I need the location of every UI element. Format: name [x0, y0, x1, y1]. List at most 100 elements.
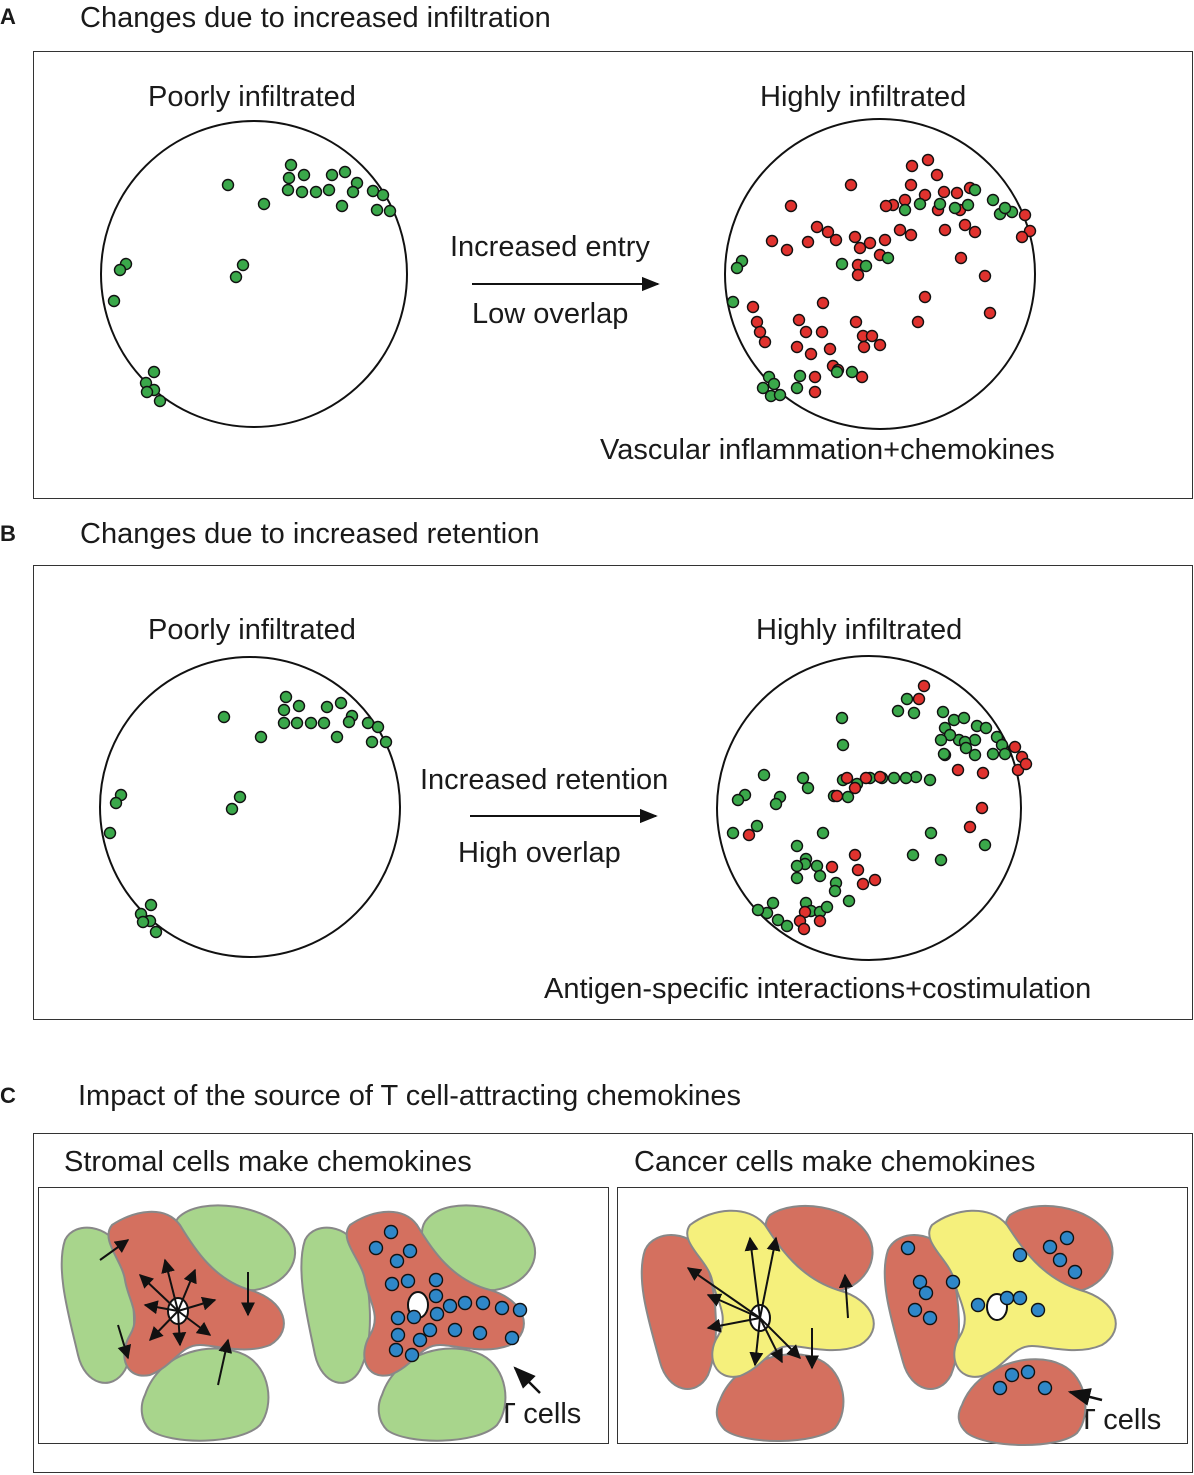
red-t-cell	[808, 385, 822, 399]
red-t-cell	[904, 228, 918, 242]
green-t-cell	[282, 171, 296, 185]
panel-b-poor-tumor-circle	[99, 656, 401, 958]
red-t-cell	[851, 863, 865, 877]
green-t-cell	[790, 871, 804, 885]
blue-t-cell	[412, 1332, 428, 1348]
red-t-cell	[1015, 230, 1029, 244]
panel-a-high-cells	[726, 153, 1037, 403]
green-t-cell	[149, 925, 163, 939]
panel-a-arrow-bottom-label: Low overlap	[472, 298, 629, 330]
red-t-cell	[1019, 757, 1033, 771]
green-t-cell	[254, 730, 268, 744]
blue-t-cell	[504, 1330, 520, 1346]
green-t-cell	[750, 819, 764, 833]
green-t-cell	[801, 781, 815, 795]
red-t-cell	[750, 315, 764, 329]
red-t-cell	[1008, 740, 1022, 754]
red-t-cell	[780, 243, 794, 257]
cancer-tcells-label: T cells	[1078, 1404, 1162, 1436]
green-t-cell	[221, 178, 235, 192]
green-t-cell	[998, 201, 1012, 215]
green-t-cell	[887, 771, 901, 785]
green-t-cell	[934, 733, 948, 747]
green-t-cell	[881, 251, 895, 265]
blue-t-cell	[390, 1327, 406, 1343]
panel-c-left-title: Stromal cells make chemokines	[64, 1146, 472, 1178]
tcell-pointer-arrow	[513, 1366, 541, 1394]
red-t-cell	[849, 315, 863, 329]
panel-a-arrow-top-label: Increased entry	[450, 231, 650, 263]
red-t-cell	[823, 342, 837, 356]
green-t-cell	[816, 826, 830, 840]
green-stroma-cell	[140, 1347, 270, 1442]
green-t-cell	[730, 261, 744, 275]
green-t-cell	[371, 720, 385, 734]
red-t-cell	[844, 178, 858, 192]
blue-t-cell	[1030, 1302, 1046, 1318]
blue-t-cell	[384, 1276, 400, 1292]
green-t-cell	[103, 826, 117, 840]
red-t-cell	[963, 820, 977, 834]
red-t-cell	[848, 848, 862, 862]
blue-t-cell	[429, 1306, 445, 1322]
green-t-cell	[947, 713, 961, 727]
red-t-cell	[951, 763, 965, 777]
green-t-cell	[295, 185, 309, 199]
red-t-cell	[917, 679, 931, 693]
green-t-cell	[978, 838, 992, 852]
green-t-cell	[948, 201, 962, 215]
green-t-cell	[859, 259, 873, 273]
green-t-cell	[109, 796, 123, 810]
red-t-cell	[930, 168, 944, 182]
blue-t-cell	[992, 1380, 1008, 1396]
blue-t-cell	[1052, 1252, 1068, 1268]
green-t-cell	[279, 690, 293, 704]
green-t-cell	[731, 793, 745, 807]
red-t-cell	[848, 230, 862, 244]
green-t-cell	[379, 735, 393, 749]
green-t-cell	[225, 802, 239, 816]
green-t-cell	[236, 258, 250, 272]
panel-b-arrow-bottom-label: High overlap	[458, 837, 621, 869]
panel-letter-c: C	[0, 1083, 16, 1108]
green-t-cell	[277, 703, 291, 717]
green-t-cell	[891, 704, 905, 718]
green-t-cell	[335, 199, 349, 213]
green-t-cell	[757, 768, 771, 782]
blue-t-cell	[442, 1298, 458, 1314]
stromal-tcells-label: T cells	[498, 1398, 582, 1430]
red-t-cell	[825, 860, 839, 874]
red-t-cell	[868, 873, 882, 887]
green-t-cell	[907, 706, 921, 720]
blue-t-cell	[1004, 1367, 1020, 1383]
green-t-cell	[284, 158, 298, 172]
panel-b-caption: Antigen-specific interactions+costimulat…	[544, 973, 1092, 1005]
blue-t-cell	[970, 1297, 986, 1313]
blue-t-cell	[472, 1325, 488, 1341]
green-t-cell	[961, 198, 975, 212]
green-t-cell	[771, 913, 785, 927]
stromal-subpanel-frame	[38, 1187, 609, 1444]
red-t-cell	[801, 235, 815, 249]
panel-c-right-title: Cancer cells make chemokines	[634, 1146, 1036, 1178]
green-t-cell	[968, 183, 982, 197]
green-t-cell	[934, 853, 948, 867]
red-t-cell	[753, 325, 767, 339]
red-t-cell	[855, 370, 869, 384]
green-t-cell	[979, 721, 993, 735]
panel-a-caption: Vascular inflammation+chemokines	[600, 434, 1055, 466]
green-t-cell	[140, 385, 154, 399]
panel-a-poor-tumor-circle	[100, 120, 408, 428]
green-t-cell	[365, 735, 379, 749]
blue-t-cell	[402, 1243, 418, 1259]
green-t-cell	[769, 797, 783, 811]
red-t-cell	[911, 315, 925, 329]
cancer-diagram-arrows	[640, 1204, 875, 1442]
green-t-cell	[370, 203, 384, 217]
green-t-cell	[845, 365, 859, 379]
red-t-cell	[865, 329, 879, 343]
red-t-cell	[921, 153, 935, 167]
green-t-cell	[790, 381, 804, 395]
blue-t-cell	[922, 1310, 938, 1326]
red-t-cell	[873, 770, 887, 784]
